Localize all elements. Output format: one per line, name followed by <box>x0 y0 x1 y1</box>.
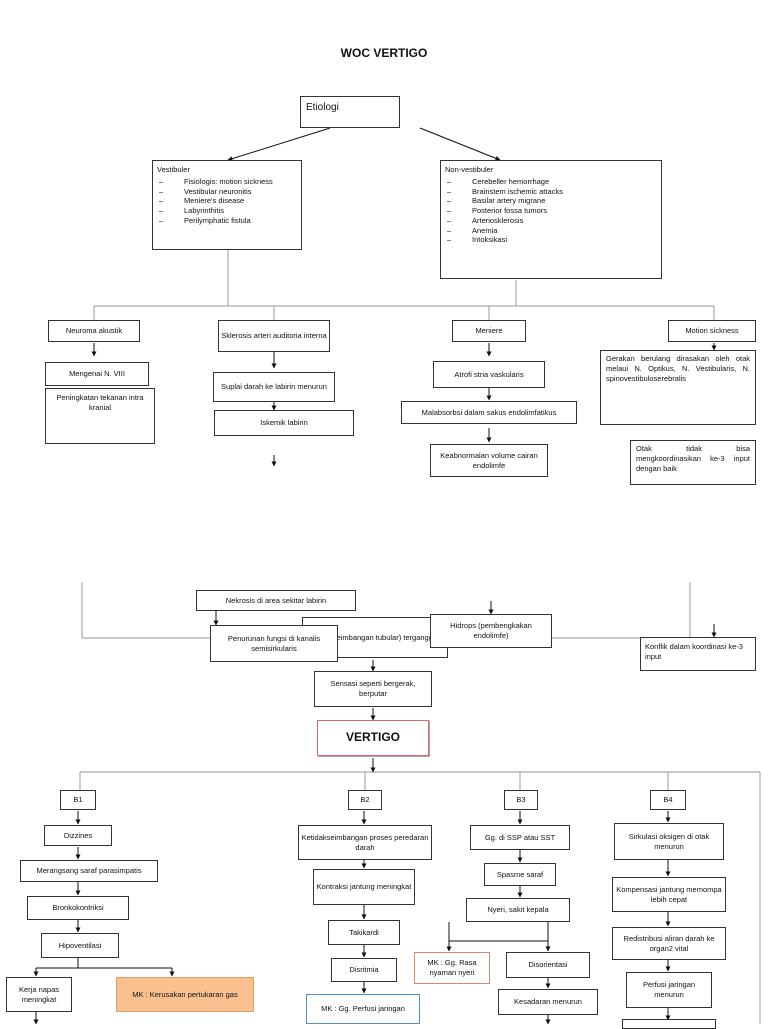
mk-rasa-nyaman-box: MK : Gg. Rasa nyaman nyeri <box>414 952 490 984</box>
non-vestibuler-item: Posterior fossa tumors <box>445 206 657 216</box>
takikardi-box: Takikardi <box>328 920 400 945</box>
non-vestibuler-item: Basilar artery migrane <box>445 196 657 206</box>
etiologi-box: Etiologi <box>300 96 400 128</box>
dizzines-box: Dizzines <box>44 825 112 846</box>
meniere-box: Meniere <box>452 320 526 342</box>
perfusi-menurun-box: Perfusi jaringan menurun <box>626 972 712 1008</box>
disorientasi-box: Disorientasi <box>506 952 590 978</box>
mk-perfusi-jaringan-box: MK : Gg. Perfusi jaringan <box>306 994 420 1024</box>
vestibuler-box: Vestibuler Fisiologis: motion sickness V… <box>152 160 302 250</box>
nekrosis-box: Nekrosis di area sekitar labirin <box>196 590 356 611</box>
b2-label: B2 <box>348 790 382 810</box>
gerakan-berulang-box: Gerakan berulang dirasakan oleh otak mel… <box>600 350 756 425</box>
disritmia-box: Disritmia <box>331 958 397 982</box>
non-vestibuler-item: Arteriosklerosis <box>445 216 657 226</box>
merangsang-parasimpatis-box: Merangsang saraf parasimpatis <box>20 860 158 882</box>
kontraksi-jantung-box: Kontraksi jantung meningkat <box>313 869 415 905</box>
otak-koordinasi-box: Otak tidak bisa mengkoordinasikan ke-3 i… <box>630 440 756 485</box>
b3-label: B3 <box>504 790 538 810</box>
hipoventilasi-box: Hipoventilasi <box>41 933 119 958</box>
non-vestibuler-list: Cerebeller hemorrhage Brainstem ischemic… <box>445 177 657 245</box>
vestibuler-item: Meniere's disease <box>157 196 297 206</box>
atrofi-box: Atrofi stria vaskularis <box>433 361 545 388</box>
diagram-title: WOC VERTIGO <box>340 46 428 60</box>
non-vestibuler-box: Non-vestibuler Cerebeller hemorrhage Bra… <box>440 160 662 279</box>
kesadaran-menurun-box: Kesadaran menurun <box>498 989 598 1015</box>
vestibuler-item: Fisiologis: motion sickness <box>157 177 297 187</box>
non-vestibuler-heading: Non-vestibuler <box>445 165 494 174</box>
vestibuler-item: Perilymphatic fistula <box>157 216 297 226</box>
mengenai-n8-box: Mengenai N. VIII <box>45 362 149 386</box>
malabsorbsi-box: Malabsorbsi dalam sakus endolimfatikus <box>401 401 577 424</box>
sirkulasi-oksigen-box: Sirkulasi oksigen di otak menurun <box>614 823 724 860</box>
neuroma-akustik-box: Neuroma akustik <box>48 320 140 342</box>
non-vestibuler-item: Brainstem ischemic attacks <box>445 187 657 197</box>
penurunan-fungsi-box: Penurunan fungsi di kanalis semisirkular… <box>210 625 338 662</box>
vestibuler-list: Fisiologis: motion sickness Vestibular n… <box>157 177 297 226</box>
vestibuler-heading: Vestibuler <box>157 165 190 174</box>
non-vestibuler-item: Anemia <box>445 226 657 236</box>
sensasi-box: Sensasi seperti bergerak, berputar <box>314 671 432 707</box>
sklerosis-box: Sklerosis arteri auditoria interna <box>218 320 330 352</box>
ketidakseimbangan-box: Ketidakseimbangan proses peredaran darah <box>298 825 432 860</box>
next-box-cutoff <box>622 1019 716 1029</box>
tekanan-intrakranial-box: Peningkatan tekanan intra kranial <box>45 388 155 444</box>
bronkokontriksi-box: Bronkokontriksi <box>27 896 129 920</box>
iskemik-labirin-box: Iskemik labirin <box>214 410 354 436</box>
redistribusi-aliran-box: Redistribusi aliran darah ke organ2 vita… <box>612 927 726 960</box>
non-vestibuler-item: Cerebeller hemorrhage <box>445 177 657 187</box>
kerja-napas-box: Kerja napas meningkat <box>6 977 72 1012</box>
vestibuler-item: Labyrinthitis <box>157 206 297 216</box>
b4-label: B4 <box>650 790 686 810</box>
keabnormalan-box: Keabnormalan volume cairan endolimfe <box>430 444 548 477</box>
hidrops-box: Hidrops (pembengkakan endolimfe) <box>430 614 552 648</box>
kompensasi-jantung-box: Kompensasi jantung memompa lebih cepat <box>612 877 726 912</box>
vestibuler-item: Vestibular neuronitis <box>157 187 297 197</box>
suplai-darah-box: Suplai darah ke labirin menurun <box>213 372 335 402</box>
gg-ssp-box: Gg. di SSP atau SST <box>470 825 570 850</box>
non-vestibuler-item: Intoksikasi <box>445 235 657 245</box>
motion-sickness-box: Motion sickness <box>668 320 756 342</box>
b1-label: B1 <box>60 790 96 810</box>
mk-pertukaran-gas-box: MK : Kerusakan pertukaran gas <box>116 977 254 1012</box>
vertigo-box: VERTIGO <box>317 720 429 756</box>
konflik-koordinasi-box: Konflik dalam koordinasi ke-3 input <box>640 637 756 671</box>
spasme-saraf-box: Spasme saraf <box>484 863 556 886</box>
nyeri-kepala-box: Nyeri, sakit kepala <box>466 898 570 922</box>
